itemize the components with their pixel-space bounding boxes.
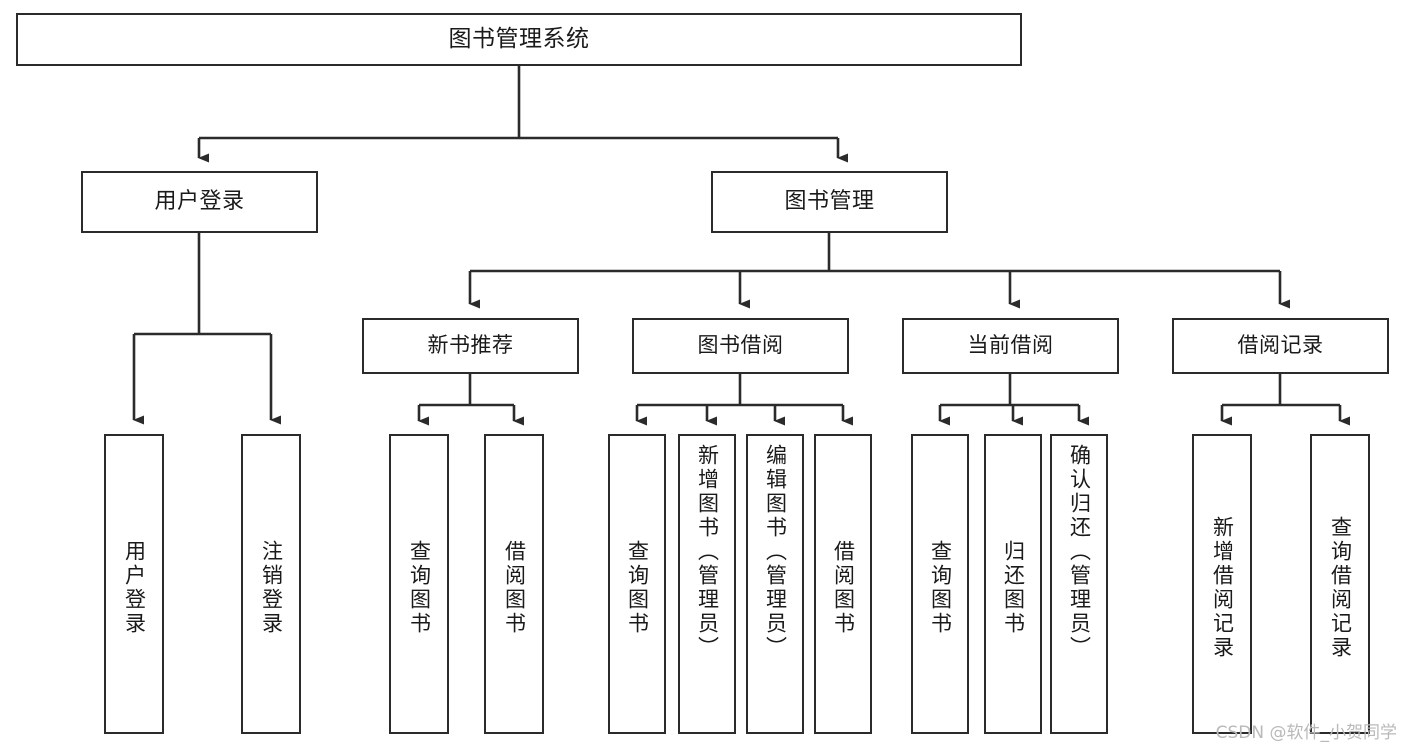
node-root[interactable]: 图书管理系统 bbox=[16, 13, 1022, 66]
leaf-borrow-book-1[interactable]: 借阅图书 bbox=[484, 434, 544, 734]
node-borrow-record[interactable]: 借阅记录 bbox=[1172, 318, 1389, 374]
leaf-borrow-book-2-label: 借阅图书 bbox=[831, 540, 856, 636]
leaf-query-book-1-label: 查询图书 bbox=[407, 540, 432, 636]
leaf-return-book[interactable]: 归还图书 bbox=[984, 434, 1042, 734]
leaf-borrow-book-1-label: 借阅图书 bbox=[502, 540, 527, 636]
leaf-user-login-label: 用户登录 bbox=[122, 540, 147, 636]
node-user-login-label: 用户登录 bbox=[154, 188, 245, 214]
leaf-query-book-3-label: 查询图书 bbox=[928, 540, 953, 636]
leaf-query-book-2-label: 查询图书 bbox=[625, 540, 650, 636]
node-new-book-rec[interactable]: 新书推荐 bbox=[362, 318, 579, 374]
leaf-add-record-label: 新增借阅记录 bbox=[1210, 516, 1235, 660]
leaf-query-book-2[interactable]: 查询图书 bbox=[608, 434, 666, 734]
leaf-add-book[interactable]: 新增图书（管理员） bbox=[678, 434, 736, 734]
csdn-watermark: CSDN @软件_小贺同学 bbox=[1215, 723, 1397, 743]
leaf-user-logout-label: 注销登录 bbox=[259, 540, 284, 636]
leaf-query-record-label: 查询借阅记录 bbox=[1328, 516, 1353, 660]
leaf-borrow-book-2[interactable]: 借阅图书 bbox=[814, 434, 872, 734]
leaf-edit-book-label: 编辑图书（管理员） bbox=[763, 444, 788, 660]
leaf-query-record[interactable]: 查询借阅记录 bbox=[1310, 434, 1370, 734]
node-borrow-record-label: 借阅记录 bbox=[1237, 333, 1324, 358]
leaf-add-book-label: 新增图书（管理员） bbox=[695, 444, 720, 660]
leaf-query-book-3[interactable]: 查询图书 bbox=[911, 434, 969, 734]
node-book-borrow[interactable]: 图书借阅 bbox=[632, 318, 849, 374]
node-current-borrow-label: 当前借阅 bbox=[967, 333, 1054, 358]
leaf-user-login[interactable]: 用户登录 bbox=[104, 434, 164, 734]
leaf-add-record[interactable]: 新增借阅记录 bbox=[1192, 434, 1252, 734]
node-book-borrow-label: 图书借阅 bbox=[697, 333, 784, 358]
leaf-confirm-return-label: 确认归还（管理员） bbox=[1067, 444, 1092, 660]
node-root-label: 图书管理系统 bbox=[448, 25, 590, 52]
node-current-borrow[interactable]: 当前借阅 bbox=[902, 318, 1119, 374]
leaf-confirm-return[interactable]: 确认归还（管理员） bbox=[1050, 434, 1108, 734]
node-new-book-rec-label: 新书推荐 bbox=[427, 333, 514, 358]
leaf-query-book-1[interactable]: 查询图书 bbox=[389, 434, 449, 734]
node-book-manage[interactable]: 图书管理 bbox=[711, 171, 948, 233]
leaf-user-logout[interactable]: 注销登录 bbox=[241, 434, 301, 734]
node-user-login[interactable]: 用户登录 bbox=[81, 171, 318, 233]
leaf-edit-book[interactable]: 编辑图书（管理员） bbox=[746, 434, 804, 734]
node-book-manage-label: 图书管理 bbox=[784, 188, 875, 214]
leaf-return-book-label: 归还图书 bbox=[1001, 540, 1026, 636]
